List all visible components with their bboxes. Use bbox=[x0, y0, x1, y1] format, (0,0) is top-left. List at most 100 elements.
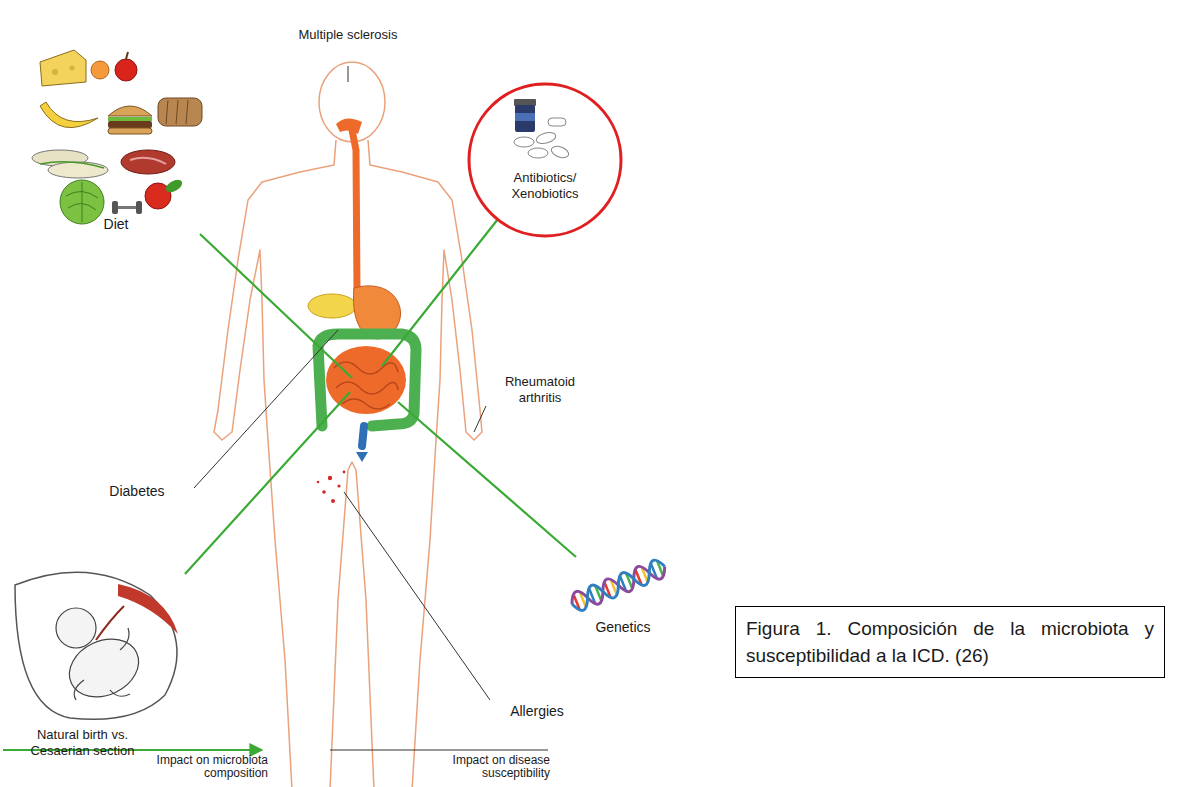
womb-illustration bbox=[96, 606, 124, 640]
pill-icons bbox=[515, 105, 535, 132]
caption-text: Figura 1. Composición de la microbiota y… bbox=[746, 615, 1154, 669]
microbiota-impact-line bbox=[200, 234, 352, 378]
disease-leader-line bbox=[474, 406, 486, 432]
food-icons bbox=[166, 100, 188, 124]
body-outline bbox=[330, 462, 374, 787]
pill-icons bbox=[515, 113, 535, 121]
node-text-block: Antibiotics/ Xenobiotics bbox=[494, 170, 597, 203]
highlight-ring bbox=[469, 84, 621, 236]
legend-entry: Impact on disease susceptibility bbox=[405, 754, 550, 780]
food-icons bbox=[48, 162, 108, 178]
pill-icons bbox=[550, 144, 570, 160]
legend-label: Impact on disease susceptibility bbox=[453, 753, 550, 780]
node-text-block: Multiple sclerosis bbox=[299, 27, 398, 43]
pill-icons bbox=[535, 131, 557, 146]
food-icons bbox=[108, 128, 152, 134]
pill-icons bbox=[514, 99, 570, 160]
disease-leader-line bbox=[194, 66, 490, 700]
food-icons bbox=[164, 177, 185, 195]
womb-illustration bbox=[15, 572, 177, 719]
factor-circle-outline bbox=[561, 536, 685, 660]
node-text-block: Diet bbox=[26, 216, 207, 234]
food-icons bbox=[115, 59, 137, 81]
allergy-spots bbox=[343, 471, 346, 474]
digestive-tract bbox=[308, 118, 416, 462]
factor-circle: Antibiotics/ Xenobiotics bbox=[479, 94, 611, 226]
node-text-block: Rheumatoid arthritis bbox=[498, 374, 582, 407]
node-label: Allergies bbox=[495, 703, 579, 721]
legend-entry: Impact on microbiota composition bbox=[128, 754, 268, 780]
caption-box: Figura 1. Composición de la microbiota y… bbox=[735, 606, 1165, 678]
disease-ellipse: Allergies bbox=[486, 687, 588, 737]
legend-sample-line bbox=[330, 749, 548, 750]
food-icons bbox=[121, 150, 175, 174]
food-icons bbox=[40, 162, 104, 168]
dna-helix bbox=[568, 557, 668, 613]
pill-icons bbox=[528, 148, 548, 158]
allergy-spots bbox=[322, 490, 326, 494]
node-label: Genetics bbox=[575, 619, 672, 637]
disease-leader-line bbox=[344, 492, 490, 700]
food-icons bbox=[158, 98, 202, 126]
legend-label: Impact on microbiota composition bbox=[157, 753, 268, 780]
node-label: Natural birth vs. Cesaerian section bbox=[20, 727, 145, 760]
microbiota-impact-line bbox=[382, 219, 498, 366]
food-icons bbox=[126, 52, 128, 59]
pill-icons bbox=[514, 99, 536, 106]
disease-ellipse: Multiple sclerosis bbox=[289, 8, 407, 63]
food-icons bbox=[130, 158, 166, 164]
digestive-tract bbox=[356, 452, 368, 462]
microbiota-impact-line bbox=[185, 392, 350, 574]
factor-circle: Diet bbox=[0, 38, 232, 270]
food-icons bbox=[108, 106, 152, 116]
food-icons bbox=[52, 69, 58, 75]
factor-circle: Natural birth vs. Cesaerian section bbox=[0, 545, 220, 765]
factor-circle-fill bbox=[479, 94, 611, 226]
factor-circle-outline bbox=[479, 94, 611, 226]
digestive-tract bbox=[352, 130, 357, 292]
node-label: Diabetes bbox=[92, 483, 182, 501]
food-icons bbox=[116, 206, 138, 209]
food-icons bbox=[108, 117, 152, 121]
body-outline bbox=[214, 62, 482, 787]
pill-icons bbox=[548, 118, 566, 126]
food-icons bbox=[60, 180, 104, 224]
disease-ellipse: Diabetes bbox=[81, 469, 193, 515]
food-icons bbox=[91, 61, 109, 79]
dna-helix bbox=[568, 557, 668, 613]
factor-circle-outline bbox=[0, 38, 232, 270]
disease-ellipse-fill bbox=[486, 360, 595, 421]
womb-illustration bbox=[118, 584, 178, 634]
food-icons bbox=[136, 201, 142, 214]
node-text-block: Natural birth vs. Cesaerian section bbox=[20, 727, 145, 760]
node-label: Rheumatoid arthritis bbox=[498, 374, 582, 407]
disease-ellipse-fill bbox=[290, 8, 407, 62]
disease-ellipse-fill bbox=[487, 688, 588, 737]
food-icons bbox=[70, 66, 75, 71]
food-icons bbox=[108, 121, 152, 128]
node-label: Antibiotics/ Xenobiotics bbox=[494, 170, 597, 203]
womb-illustration bbox=[74, 628, 130, 700]
disease-ellipse-fill bbox=[82, 470, 193, 515]
disease-leader-line bbox=[194, 330, 338, 488]
pill-icons bbox=[514, 137, 534, 147]
body-outline bbox=[368, 140, 482, 787]
allergy-spots bbox=[331, 499, 335, 503]
microbiota-impact-line bbox=[398, 402, 576, 557]
node-label: Diet bbox=[26, 216, 207, 234]
node-label: Multiple sclerosis bbox=[299, 27, 398, 43]
womb-illustration bbox=[56, 608, 96, 648]
food-icons bbox=[112, 201, 118, 214]
factor-circle-fill bbox=[561, 536, 685, 660]
womb-illustration bbox=[15, 572, 178, 719]
allergy-spots bbox=[337, 484, 340, 487]
factor-circle: Genetics bbox=[561, 536, 685, 660]
factor-circle-fill bbox=[0, 38, 232, 270]
disease-leader-line bbox=[348, 66, 349, 82]
node-text-block: Diabetes bbox=[92, 483, 182, 501]
dna-helix bbox=[568, 557, 668, 613]
microbiota-impact-line bbox=[185, 219, 576, 574]
node-text-block: Allergies bbox=[495, 703, 579, 721]
food-icons bbox=[66, 182, 98, 222]
